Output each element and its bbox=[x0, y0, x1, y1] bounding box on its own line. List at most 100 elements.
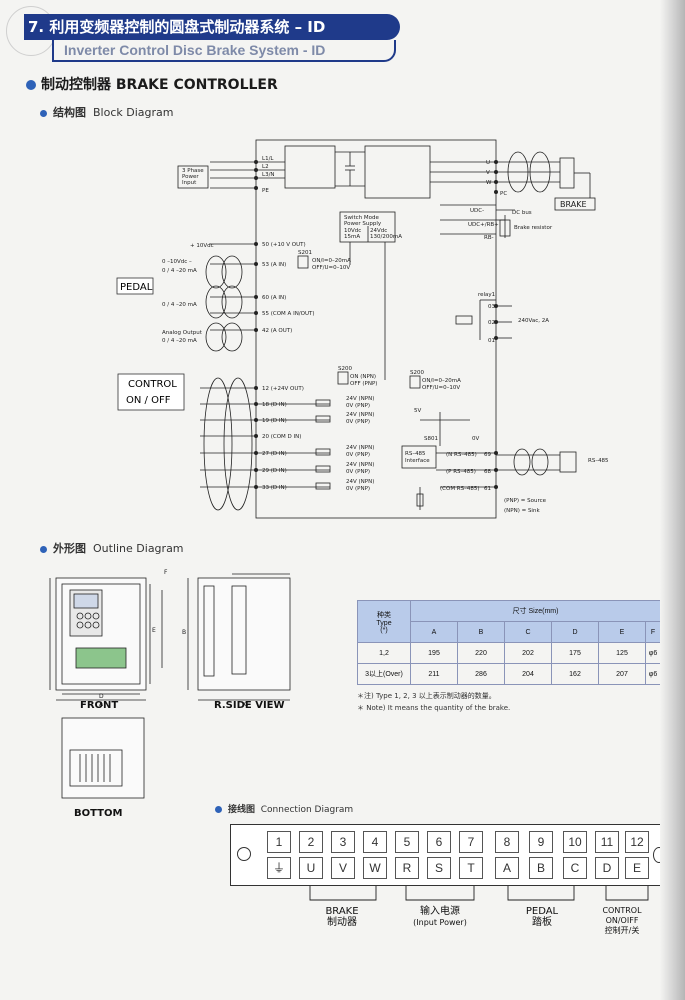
terminal-t: T bbox=[459, 857, 483, 879]
terminal-s: S bbox=[427, 857, 451, 879]
row2-c: 204 bbox=[504, 663, 552, 685]
group-control-en: CONTROL bbox=[602, 906, 642, 915]
group-control-onoff: ON/OIFF bbox=[605, 916, 639, 925]
terminal-number-12: 12 bbox=[625, 831, 649, 853]
terminal-20: 20 (COM D IN) bbox=[262, 434, 301, 440]
label-0v: 0V bbox=[472, 436, 479, 442]
npn-27: 24V (NPN) bbox=[346, 445, 374, 451]
outline-title-en: Outline Diagram bbox=[93, 542, 184, 555]
outline-drawings: D A E F B C bbox=[49, 569, 291, 799]
terminal-ground-icon: ⏚ bbox=[267, 857, 291, 879]
terminal-u: U bbox=[299, 857, 323, 879]
terminal-a: A bbox=[495, 857, 519, 879]
terminal-b: B bbox=[529, 857, 553, 879]
table-row: 1,2 195 220 202 175 125 φ6 bbox=[357, 642, 661, 664]
row1-a: 195 bbox=[410, 642, 458, 664]
terminal-61: 61 bbox=[484, 486, 491, 492]
pnp-33: 0V (PNP) bbox=[346, 486, 370, 492]
terminal-number-10: 10 bbox=[563, 831, 587, 853]
connection-title-en: Connection Diagram bbox=[260, 805, 354, 815]
terminal-v: V bbox=[331, 857, 355, 879]
relay-01: 01 bbox=[488, 338, 495, 344]
pnp-29: 0V (PNP) bbox=[346, 469, 370, 475]
dim-a-label: A bbox=[99, 701, 104, 708]
smps-10v: 10Vdc bbox=[344, 228, 361, 234]
smps-label-1: Switch Mode bbox=[344, 215, 380, 221]
control-box-label-2: ON / OFF bbox=[126, 395, 171, 406]
outline-heading: 外形图 Outline Diagram bbox=[40, 540, 184, 556]
terminal-v: V bbox=[486, 170, 490, 176]
terminal-e: E bbox=[625, 857, 649, 879]
terminal-pe: PE bbox=[262, 188, 269, 194]
terminal-udc-minus: UDC- bbox=[470, 208, 484, 214]
group-control-cn: 控制开/关 bbox=[604, 926, 640, 935]
npn-33: 24V (NPN) bbox=[346, 479, 374, 485]
rs485-interface-2: Interface bbox=[405, 458, 430, 464]
bullet-icon bbox=[26, 80, 36, 90]
sink-legend: (NPN) = Sink bbox=[504, 508, 540, 514]
s201-text-2: OFF/U=0–10V bbox=[312, 265, 350, 271]
pnp-19: 0V (PNP) bbox=[346, 419, 370, 425]
type-header-cn: 种类 bbox=[377, 611, 391, 619]
s200-text-1: ON (NPN) bbox=[350, 374, 376, 380]
table-note-cn: ＊注) Type 1, 2, 3 以上表示制动器的数量。 bbox=[357, 692, 496, 700]
plus-10vdc: + 10Vdc bbox=[190, 243, 214, 249]
terminal-rb-minus: RB- bbox=[484, 235, 494, 241]
terminal-19: 19 (D IN) bbox=[262, 418, 287, 424]
dimension-table-wrap: 种类 Type (*) 尺寸 Size(mm) A B C D E F 1,2 … bbox=[357, 600, 661, 713]
row1-type: 1,2 bbox=[357, 642, 411, 664]
terminal-12: 12 (+24V OUT) bbox=[262, 386, 304, 392]
terminal-33: 33 (D IN) bbox=[262, 485, 287, 491]
dim-b-label: B bbox=[182, 629, 186, 636]
terminal-udc-plus: UDC+/RB+ bbox=[468, 222, 499, 228]
row2-f: φ6 bbox=[645, 663, 661, 685]
smps-label-2: Power Supply bbox=[344, 221, 382, 227]
analog-out-1: Analog Output bbox=[162, 330, 203, 336]
brake-box-label: BRAKE bbox=[560, 200, 587, 209]
rs485-interface-1: RS–485 bbox=[405, 451, 426, 457]
terminal-block: 1 2 3 4 5 6 7 8 9 10 11 12 ⏚ U V W R S T… bbox=[230, 824, 666, 886]
dim-d-label: D bbox=[99, 693, 104, 700]
col-f: F bbox=[645, 621, 661, 643]
terminal-69: 69 bbox=[484, 452, 491, 458]
group-pedal: PEDAL 踏板 bbox=[506, 906, 578, 928]
connection-heading: 接线图 Connection Diagram bbox=[215, 802, 353, 815]
group-brake: BRAKE 制动器 bbox=[306, 906, 378, 928]
source-legend: (PNP) = Source bbox=[504, 498, 547, 504]
control-box-label-1: CONTROL bbox=[128, 379, 177, 390]
npn-18: 24V (NPN) bbox=[346, 396, 374, 402]
chapter-title: 7. 利用变频器控制的圆盘式制动器系统 – ID bbox=[28, 18, 326, 36]
terminal-42: 42 (A OUT) bbox=[262, 328, 292, 334]
chapter-title-bar bbox=[24, 14, 400, 40]
block-diagram-heading: 结构图 Block Diagram bbox=[40, 104, 173, 120]
terminal-d: D bbox=[595, 857, 619, 879]
row2-e: 207 bbox=[598, 663, 646, 685]
col-b: B bbox=[457, 621, 505, 643]
section-title-text: 制动控制器 BRAKE CONTROLLER bbox=[41, 77, 278, 93]
dc-bus-label: DC bus bbox=[512, 210, 532, 216]
group-power: 输入电源 (Input Power) bbox=[402, 906, 478, 928]
power-input-label-1: 3 Phase bbox=[182, 168, 204, 174]
terminal-number-4: 4 bbox=[363, 831, 387, 853]
terminal-l3: L3/N bbox=[262, 172, 275, 178]
type-header-en: Type bbox=[376, 619, 392, 627]
terminal-18: 18 (D IN) bbox=[262, 402, 287, 408]
col-a: A bbox=[410, 621, 458, 643]
front-view-label: FRONT bbox=[80, 700, 119, 711]
chapter-subtitle: Inverter Control Disc Brake System - ID bbox=[52, 40, 396, 62]
row2-b: 286 bbox=[457, 663, 505, 685]
table-row: 3以上(Over) 211 286 204 162 207 φ6 bbox=[357, 663, 661, 685]
type-header: 种类 Type (*) bbox=[357, 600, 411, 643]
s200b-text-1: ON/I=0–20mA bbox=[422, 378, 461, 384]
pnp-27: 0V (PNP) bbox=[346, 452, 370, 458]
terminal-60: 60 (A IN) bbox=[262, 295, 286, 301]
terminal-w: W bbox=[486, 180, 492, 186]
group-power-en: (Input Power) bbox=[413, 918, 467, 927]
com-rs485: (COM RS–485) bbox=[440, 486, 480, 492]
row1-b: 220 bbox=[457, 642, 505, 664]
terminal-number-9: 9 bbox=[529, 831, 553, 853]
relay-rating: 240Vac, 2A bbox=[518, 318, 549, 324]
analog-in-1-b: 0 / 4 –20 mA bbox=[162, 268, 197, 274]
row1-c: 202 bbox=[504, 642, 552, 664]
outline-title: 外形图 bbox=[53, 542, 86, 555]
